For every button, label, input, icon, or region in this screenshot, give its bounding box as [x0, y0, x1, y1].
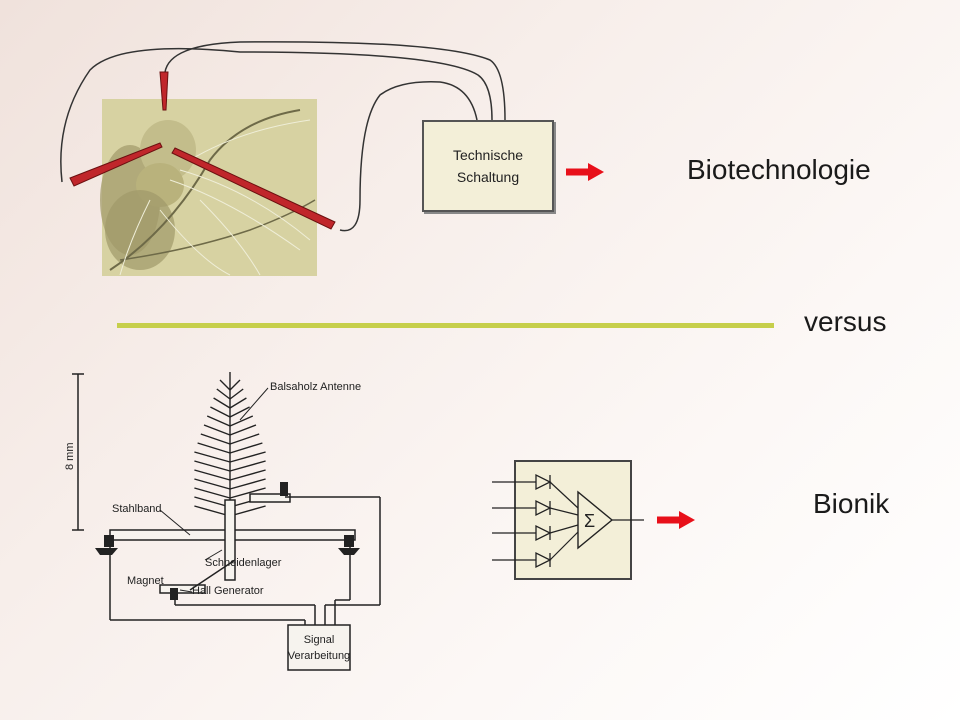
scale-bar: [72, 373, 84, 531]
sensor-schematic: 8 mm B: [64, 372, 381, 671]
scale-label: 8 mm: [64, 443, 76, 471]
technical-circuit-box: Technische Schaltung: [422, 120, 554, 212]
insect-photo: [100, 99, 317, 276]
summation-circuit: Σ: [492, 473, 644, 569]
divider-line: [117, 323, 774, 328]
label-versus: versus: [804, 306, 887, 337]
summing-lines: [549, 481, 579, 561]
signal-label-line2: Verarbeitung: [288, 650, 350, 662]
signal-processing-box: [287, 624, 351, 671]
signal-label-line1: Signal: [304, 634, 335, 646]
leader-lines: [159, 387, 269, 593]
electrodes: [69, 71, 336, 230]
label-biotechnologie: Biotechnologie: [687, 154, 871, 185]
steel-band-label: Stahlband: [112, 503, 162, 515]
magnet-label: Magnet: [127, 575, 164, 587]
knife-bearings: [95, 482, 360, 600]
sensor-frame: [109, 493, 381, 625]
diode-icons: [535, 473, 552, 569]
sum-symbol: Σ: [584, 511, 595, 531]
hall-label: Hall Generator: [192, 585, 264, 597]
red-arrow-biotech: [566, 163, 604, 181]
summation-amplifier-icon: [577, 490, 644, 550]
electrode-wires: [60, 41, 506, 232]
knife-bearing-label: Schneidenlager: [205, 557, 282, 569]
circuit-label-line2: Schaltung: [456, 169, 520, 185]
label-bionik: Bionik: [813, 488, 890, 519]
bionik-arrow-wrap: [657, 511, 695, 529]
circuit-label-line1: Technische: [452, 147, 524, 163]
antenna-label: Balsaholz Antenne: [270, 381, 361, 393]
red-arrow-bionik: [657, 511, 695, 529]
input-lines: [492, 481, 536, 561]
biotech-scene: [60, 41, 604, 276]
